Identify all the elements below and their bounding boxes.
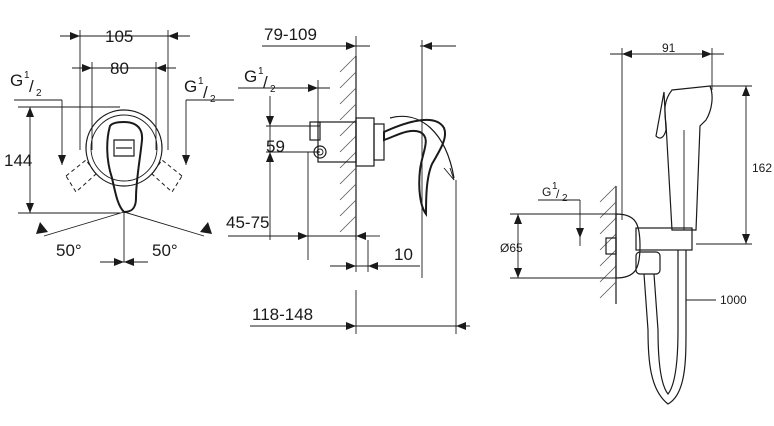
dim-diameter-65: Ø65 <box>500 241 523 255</box>
dim-height-162: 162 <box>752 161 772 175</box>
hs-thread-num: 1 <box>552 181 558 192</box>
dim-width-91: 91 <box>662 41 676 55</box>
dim-hose-1000: 1000 <box>720 293 747 307</box>
dim-depth-118-148: 118-148 <box>252 305 313 324</box>
dim-offset-10: 10 <box>394 245 413 264</box>
side-thread-num: 1 <box>258 66 264 77</box>
side-thread-den: 2 <box>270 84 276 95</box>
dim-height-59: 59 <box>266 137 285 156</box>
angle-left: 50° <box>56 241 82 260</box>
front-view <box>14 30 234 266</box>
thread-left-num: 1 <box>24 70 30 81</box>
hand-shower-view <box>510 48 752 405</box>
hs-thread-label: G <box>542 185 551 199</box>
side-view <box>228 36 470 334</box>
angle-right: 50° <box>152 241 178 260</box>
thread-right-num: 1 <box>198 76 204 87</box>
thread-left-label: G <box>10 71 23 90</box>
side-thread-slash: / <box>263 73 268 92</box>
dim-height-144: 144 <box>4 151 32 170</box>
thread-right-den: 2 <box>210 94 216 105</box>
hs-thread-den: 2 <box>562 193 568 204</box>
dim-depth-79-109: 79-109 <box>264 25 317 44</box>
hs-thread-slash: / <box>556 187 560 201</box>
thread-right-slash: / <box>203 83 208 102</box>
thread-left-den: 2 <box>36 88 42 99</box>
thread-right-label: G <box>184 77 197 96</box>
dim-width-80: 80 <box>110 59 129 78</box>
dim-depth-45-75: 45-75 <box>226 213 269 232</box>
side-thread-label: G <box>244 67 257 86</box>
thread-left-slash: / <box>29 77 34 96</box>
dim-width-105: 105 <box>105 27 133 46</box>
